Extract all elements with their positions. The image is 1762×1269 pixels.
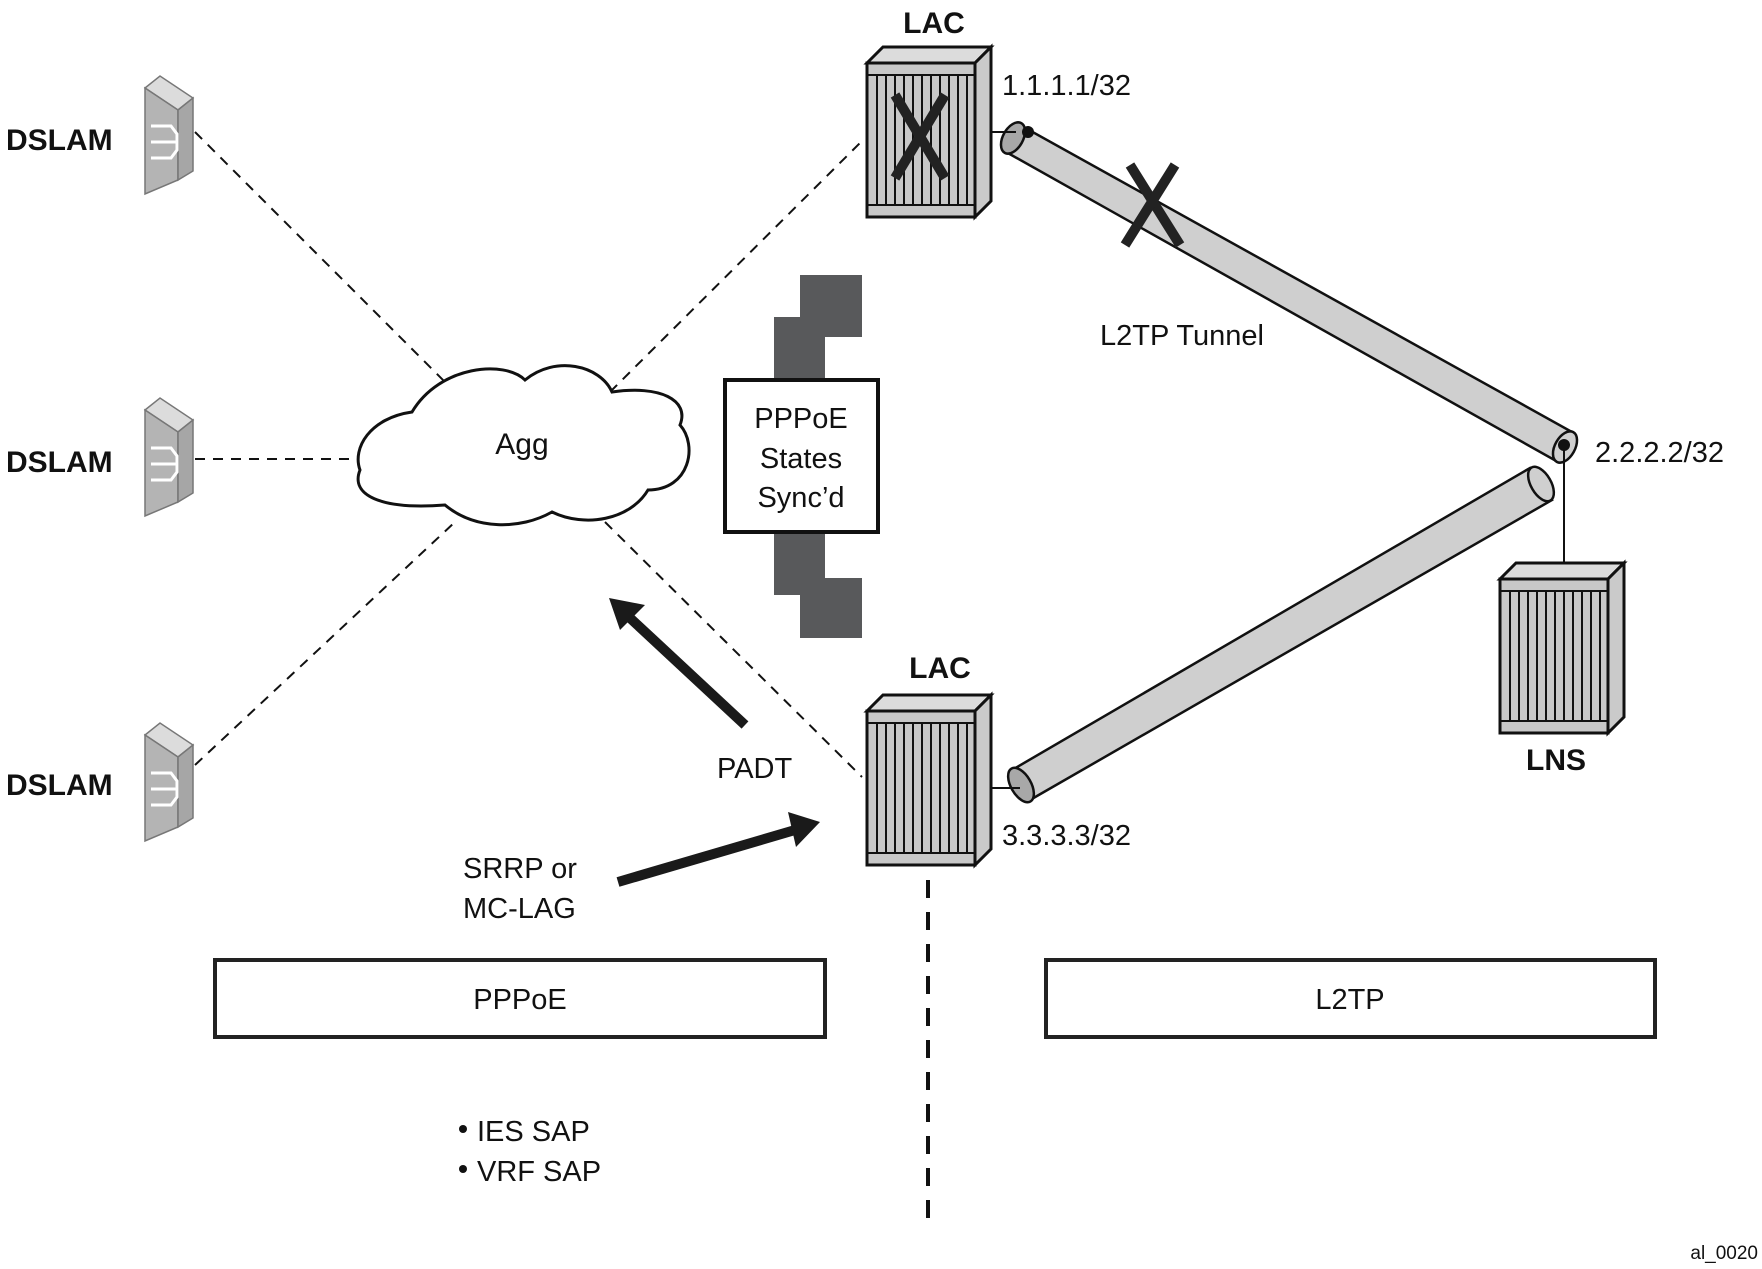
lac-bottom-label: LAC xyxy=(909,652,971,685)
sync-upper-block xyxy=(774,275,862,380)
lns-label: LNS xyxy=(1526,744,1586,777)
lac-bottom-address: 3.3.3.3/32 xyxy=(1002,820,1131,852)
lac-top-label: LAC xyxy=(903,7,965,40)
dslam-icon xyxy=(143,396,195,518)
lac-top-address: 1.1.1.1/32 xyxy=(1002,70,1131,102)
sync-box xyxy=(723,378,880,534)
agg-label: Agg xyxy=(495,428,548,461)
link-dslam1-agg xyxy=(194,131,446,383)
lns-chassis-icon xyxy=(1498,561,1626,735)
dslam-3: DSLAM xyxy=(6,721,195,843)
link-dslam3-agg xyxy=(194,521,456,766)
tunnel-failure-x-icon xyxy=(1120,162,1185,248)
lac-bottom: LAC 3.3.3.3/32 xyxy=(865,652,1131,867)
l2tp-section: L2TP xyxy=(1044,958,1657,1039)
srrp-label-line-2: MC-LAG xyxy=(463,893,576,925)
dslam-2: DSLAM xyxy=(6,396,195,518)
padt-label: PADT xyxy=(717,753,792,785)
sync-lower-block xyxy=(774,532,862,638)
srrp-arrow: SRRP or MC-LAG xyxy=(463,812,820,925)
l2tp-tunnel-backup xyxy=(1006,465,1556,804)
dslam-icon xyxy=(143,721,195,843)
arrow-head-icon xyxy=(788,812,820,847)
sync-line-2: States xyxy=(760,443,842,475)
arrow-head-icon xyxy=(609,598,645,630)
figure-id: al_0020 xyxy=(1690,1243,1758,1264)
l2tp-section-box xyxy=(1044,958,1657,1039)
dslam-label: DSLAM xyxy=(6,446,113,479)
lac-top-chassis-icon xyxy=(865,45,993,219)
lac-bottom-chassis-icon xyxy=(865,693,993,867)
lns-address: 2.2.2.2/32 xyxy=(1595,437,1724,469)
lac-top: LAC 1.1.1.1/32 xyxy=(865,7,1131,219)
bullet-item: VRF SAP xyxy=(477,1156,601,1188)
pppoe-section-box xyxy=(213,958,827,1039)
l2tp-tunnel-label: L2TP Tunnel xyxy=(1100,320,1264,352)
lac-failure-x-icon xyxy=(890,92,950,181)
dslam-label: DSLAM xyxy=(6,124,113,157)
agg-cloud: Agg xyxy=(356,364,691,527)
dslam-label: DSLAM xyxy=(6,769,113,802)
dslam-1: DSLAM xyxy=(6,74,195,196)
pppoe-section: PPPoE xyxy=(213,958,827,1039)
sync-indicator: PPPoE States Sync’d xyxy=(723,275,880,638)
padt-arrow: PADT xyxy=(609,598,792,785)
sync-line-1: PPPoE xyxy=(754,403,848,435)
link-agg-lac-bottom xyxy=(604,521,863,778)
l2tp-section-label: L2TP xyxy=(1315,984,1384,1016)
pppoe-section-label: PPPoE xyxy=(473,984,567,1016)
link-agg-lac-top xyxy=(609,137,866,393)
cloud-icon xyxy=(356,364,691,527)
sync-line-3: Sync’d xyxy=(757,482,844,514)
srrp-label-line-1: SRRP or xyxy=(463,853,577,885)
sap-bullet-list: IES SAP VRF SAP xyxy=(459,1116,601,1188)
l2tp-tunnel-failed xyxy=(999,121,1579,464)
bullet-item: IES SAP xyxy=(477,1116,590,1148)
lns: LNS 2.2.2.2/32 xyxy=(1498,437,1724,777)
dslam-icon xyxy=(143,74,195,196)
dslam-agg-links xyxy=(194,131,866,778)
